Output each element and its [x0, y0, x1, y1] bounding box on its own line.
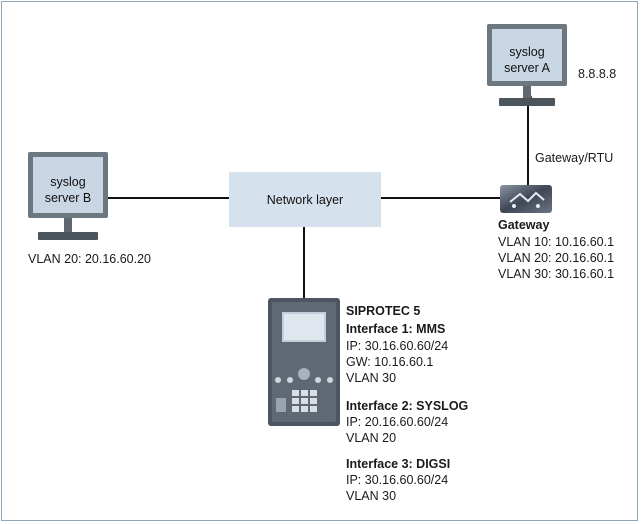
if1-vlan: VLAN 30 [346, 371, 397, 385]
monitor-server-b-icon [28, 152, 108, 240]
network-layer-box: Network layer [229, 172, 381, 227]
if3-title: Interface 3: DIGSI [346, 457, 451, 471]
if3-ip: IP: 30.16.60.60/24 [346, 473, 449, 487]
if2-ip: IP: 20.16.60.60/24 [346, 415, 449, 429]
network-layer-label: Network layer [266, 192, 344, 207]
server-a-label: syslog server A [492, 44, 562, 76]
if1-ip: IP: 30.16.60.60/24 [346, 339, 449, 353]
siprotec-device-icon [268, 298, 340, 426]
gateway-vlan-30: VLAN 30: 30.16.60.1 [498, 267, 615, 281]
server-a-line1: syslog [509, 45, 545, 59]
server-b-label: syslog server B [33, 174, 103, 206]
gateway-device-icon [500, 185, 552, 213]
gateway-rtu-label: Gateway/RTU [535, 151, 614, 165]
server-a-line2: server A [504, 61, 550, 75]
gateway-title: Gateway [498, 218, 550, 232]
server-b-line1: syslog [50, 175, 86, 189]
siprotec-title: SIPROTEC 5 [346, 304, 421, 318]
server-b-line2: server B [44, 191, 92, 205]
if2-title: Interface 2: SYSLOG [346, 399, 469, 413]
if3-vlan: VLAN 30 [346, 489, 397, 503]
if1-gw: GW: 10.16.60.1 [346, 355, 434, 369]
if1-title: Interface 1: MMS [346, 322, 446, 336]
server-b-vlan: VLAN 20: 20.16.60.20 [28, 252, 152, 266]
gateway-vlan-10: VLAN 10: 10.16.60.1 [498, 235, 615, 249]
server-a-ip: 8.8.8.8 [578, 67, 617, 81]
gateway-vlan-20: VLAN 20: 20.16.60.1 [498, 251, 615, 265]
if2-vlan: VLAN 20 [346, 431, 397, 445]
monitor-server-a-icon [487, 24, 567, 106]
